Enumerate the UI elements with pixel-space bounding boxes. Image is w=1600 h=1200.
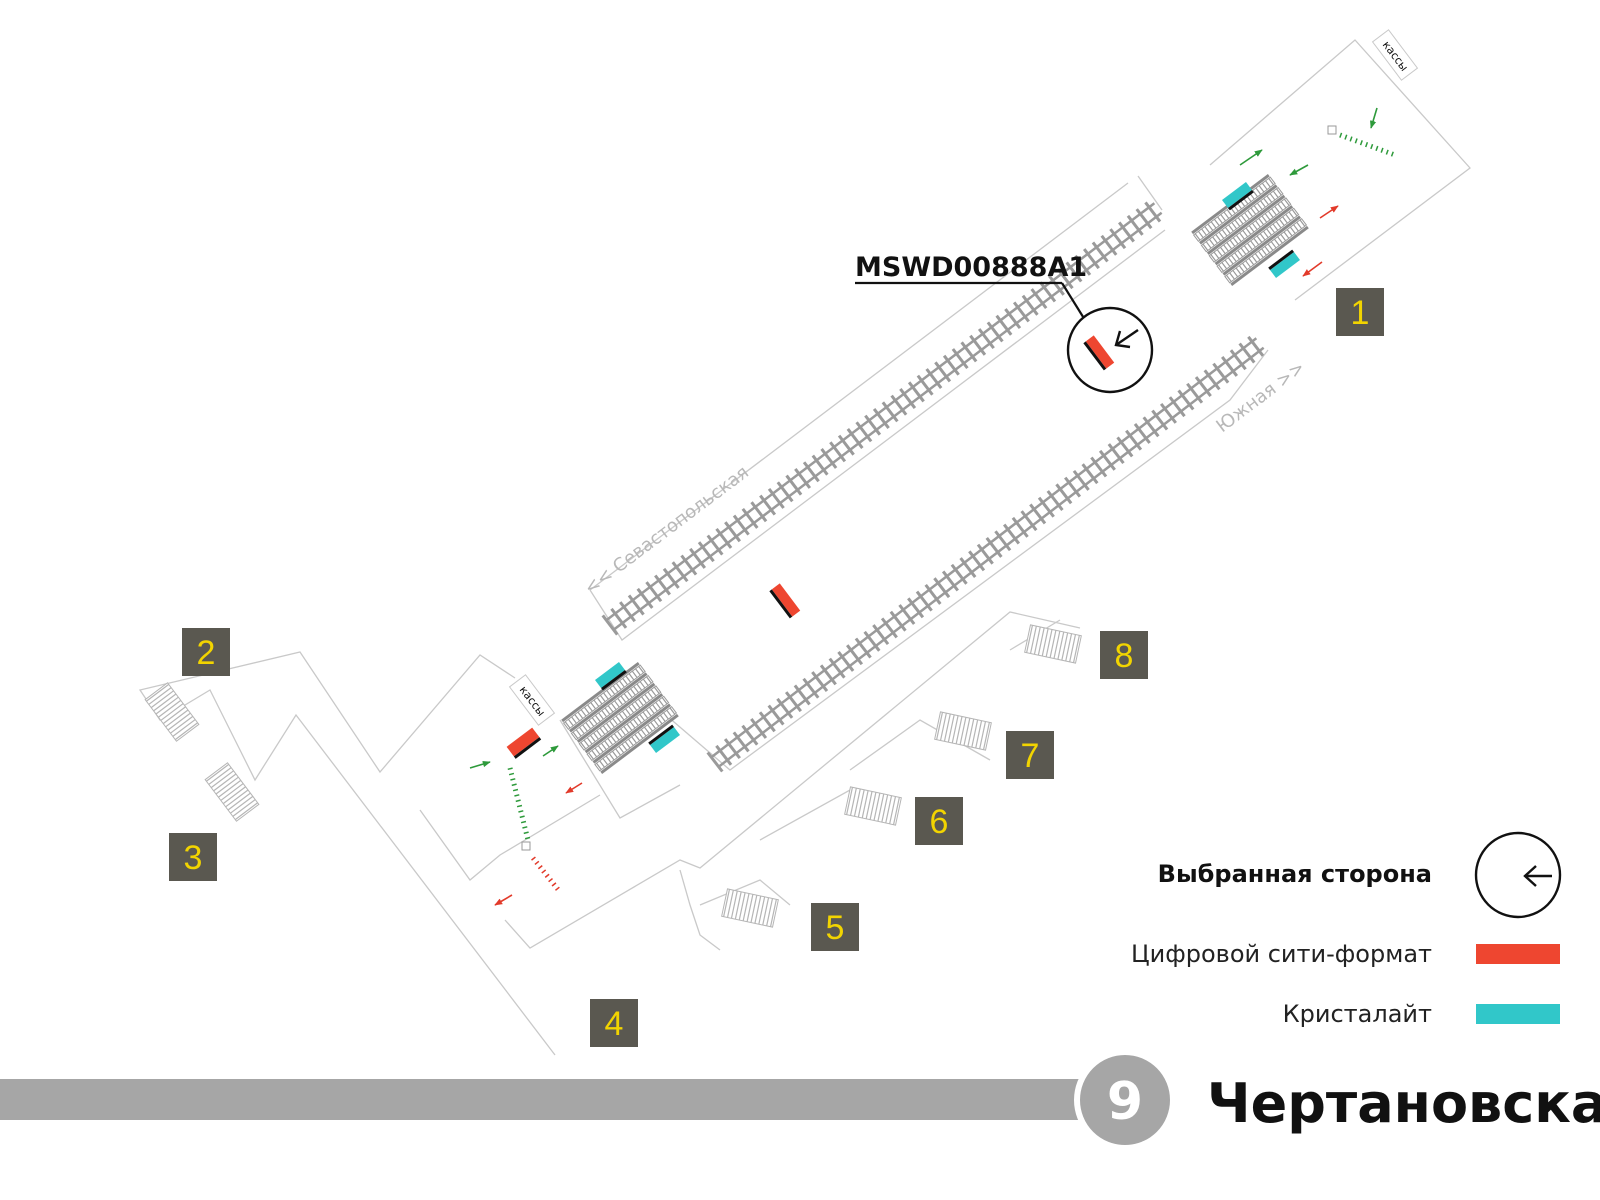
legend: Выбранная сторона Цифровой сити-формат К… <box>1131 831 1562 1028</box>
direction-label-yuzhnaya: Южная >> <box>1212 357 1309 437</box>
station-outline <box>138 39 1471 1056</box>
stairs-exit-8 <box>1024 624 1082 664</box>
escalator-bank-top <box>1191 173 1309 287</box>
selected-side-arrow-icon <box>1114 329 1139 349</box>
exit-box-5: 5 <box>811 903 859 951</box>
stairs-exit-5 <box>721 888 779 928</box>
ticket-office-bottom: кассы <box>508 674 556 726</box>
billboard-code-label: MSWD00888A1 <box>855 252 1087 283</box>
rail-tracks <box>601 201 1265 773</box>
station-name: Чертановская <box>1207 1072 1600 1135</box>
escalator-bank-bottom <box>561 661 679 775</box>
stairs-exit-7 <box>934 711 992 751</box>
exit-number-5: 5 <box>826 909 845 947</box>
metro-line-footer: 9 Чертановская <box>0 1049 1600 1151</box>
exit-box-8: 8 <box>1100 631 1148 679</box>
legend-selected-side-label: Выбранная сторона <box>1158 860 1432 888</box>
stairs <box>144 624 1082 928</box>
turnstile-lines <box>507 125 1396 894</box>
exit-box-3: 3 <box>169 833 217 881</box>
exit-number-6: 6 <box>930 803 949 841</box>
exit-number-2: 2 <box>197 634 216 672</box>
line-number: 9 <box>1107 1072 1143 1132</box>
direction-label-sevastopolskaya: << Севастопольская <box>580 462 752 599</box>
line-number-badge <box>1074 1049 1176 1151</box>
legend-selected-side-icon <box>1474 831 1562 919</box>
ticket-office-top: кассы <box>1371 29 1419 81</box>
exit-number-7: 7 <box>1021 737 1040 775</box>
rail-track-lower <box>706 335 1265 773</box>
legend-digital-city-format-swatch <box>1476 944 1560 964</box>
rail-track-upper <box>601 201 1163 636</box>
exit-number-3: 3 <box>184 839 203 877</box>
exit-box-1: 1 <box>1336 288 1384 336</box>
exit-boxes: 1 2 3 4 5 6 7 8 <box>169 288 1384 1047</box>
stairs-exit-3 <box>204 762 260 822</box>
digital-city-format-markers <box>506 583 801 759</box>
legend-crystalite-label: Кристалайт <box>1283 1000 1432 1028</box>
crystalite-markers <box>595 181 1300 754</box>
legend-crystalite-swatch <box>1476 1004 1560 1024</box>
metro-line-bar <box>0 1079 1125 1120</box>
legend-digital-city-format-label: Цифровой сити-формат <box>1131 940 1432 968</box>
exit-number-4: 4 <box>605 1005 624 1043</box>
exit-box-4: 4 <box>590 999 638 1047</box>
flow-arrows <box>469 107 1378 906</box>
exit-number-8: 8 <box>1115 637 1134 675</box>
stairs-exit-2 <box>144 682 200 742</box>
billboard-callout: MSWD00888A1 <box>855 252 1154 394</box>
exit-box-6: 6 <box>915 797 963 845</box>
exit-box-2: 2 <box>182 628 230 676</box>
exit-number-1: 1 <box>1351 294 1370 332</box>
escalators <box>561 173 1309 775</box>
stairs-exit-6 <box>844 786 902 826</box>
exit-box-7: 7 <box>1006 731 1054 779</box>
